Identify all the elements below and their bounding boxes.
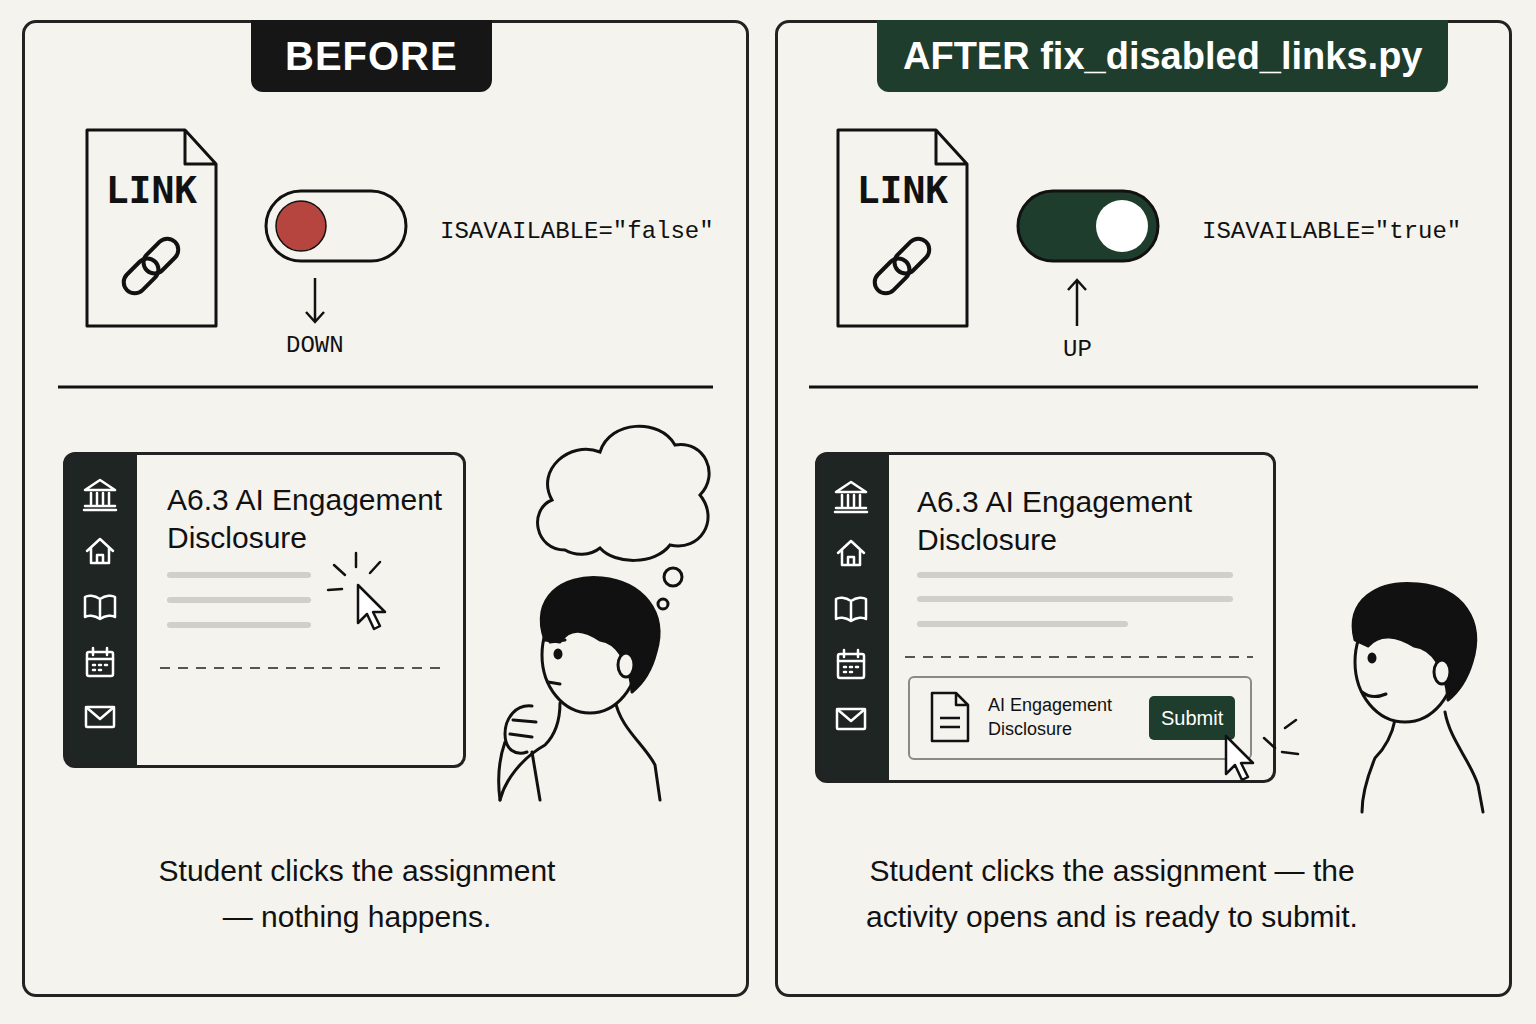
file-label: LINK xyxy=(836,168,969,212)
person-thinking xyxy=(499,706,540,800)
sidebar-left xyxy=(64,453,137,766)
placeholder-lines xyxy=(920,572,1230,578)
lms-window: A6.3 AI Engagement Disclosure xyxy=(63,452,466,768)
link-symbol xyxy=(870,234,934,298)
button-label: Submit xyxy=(1149,696,1235,740)
person-thinking xyxy=(500,700,660,800)
file-outline xyxy=(85,128,218,328)
sidebar-right xyxy=(835,482,867,729)
file-label: LINK xyxy=(85,168,218,212)
document-icon xyxy=(932,693,968,741)
link-symbol xyxy=(890,234,934,278)
sidebar-right xyxy=(816,453,889,781)
file-outline xyxy=(87,130,216,326)
thought-bubble xyxy=(658,599,668,609)
placeholder-lines xyxy=(920,621,1125,627)
header-tab: AFTER fix_disabled_links.py xyxy=(877,20,1448,92)
availability-flag: ISAVAILABLE="true" xyxy=(1202,218,1461,245)
dashed-separators xyxy=(160,667,442,669)
toggle-off xyxy=(266,191,406,261)
divider-lines xyxy=(809,386,1478,389)
sidebar-left xyxy=(84,480,116,727)
toggle-off xyxy=(266,191,406,261)
window-title: A6.3 AI Engagement Disclosure xyxy=(917,483,1247,559)
person-happy xyxy=(1434,660,1450,684)
placeholder-lines xyxy=(170,575,1230,625)
divider-lines xyxy=(58,386,1478,389)
placeholder-lines xyxy=(170,597,308,603)
file-icon: LINK xyxy=(85,128,218,328)
cursor-left xyxy=(328,553,380,590)
arrow-up xyxy=(1068,280,1086,326)
panel: BEFORE Student clicks the assignment — no… xyxy=(22,20,749,997)
cursor-left xyxy=(358,585,385,629)
person-thinking xyxy=(618,653,634,677)
sidebar-left xyxy=(64,453,137,766)
thought-bubble xyxy=(538,426,710,560)
sidebar-right xyxy=(816,453,889,781)
lms-window: A6.3 AI Engagement Disclosure AI Engageme… xyxy=(815,452,1276,783)
toggle-off xyxy=(276,201,326,251)
submit-button: Submit xyxy=(1149,696,1235,740)
person-happy xyxy=(1362,692,1386,697)
state-label: DOWN xyxy=(286,332,344,359)
placeholder-lines xyxy=(170,572,308,578)
cursor-right xyxy=(1264,720,1298,754)
panel: AFTER fix_disabled_links.pyStudent click… xyxy=(775,20,1512,997)
window-title: A6.3 AI Engagement Disclosure xyxy=(167,481,467,557)
link-symbol xyxy=(119,234,183,298)
link-symbol xyxy=(870,254,914,298)
toggle-on xyxy=(1018,191,1158,261)
cursor-right xyxy=(1226,720,1298,780)
person-happy xyxy=(1369,654,1375,662)
availability-flag: ISAVAILABLE="false" xyxy=(440,218,714,245)
person-thinking xyxy=(541,578,659,692)
header-tab: BEFORE xyxy=(251,20,492,92)
caption: Student clicks the assignment — the acti… xyxy=(802,848,1422,940)
dashed-separators xyxy=(160,657,1253,668)
person-happy xyxy=(1362,712,1483,812)
person-thinking xyxy=(499,578,660,800)
file-outline xyxy=(838,130,967,326)
arrow-down xyxy=(306,278,324,322)
activity-box: AI Engagement DisclosureSubmit xyxy=(908,676,1252,760)
dashed-separators xyxy=(905,656,1253,658)
toggle-on xyxy=(1018,191,1158,261)
state-label: UP xyxy=(1063,336,1092,363)
document-icon xyxy=(932,693,968,741)
divider-lines xyxy=(58,386,713,389)
cursor-right xyxy=(1226,736,1253,780)
person-happy xyxy=(1353,583,1483,812)
placeholder-lines xyxy=(170,622,308,628)
arrow-down xyxy=(306,278,324,322)
cursor-left xyxy=(328,553,385,629)
link-symbol xyxy=(139,234,183,278)
person-thinking xyxy=(548,640,565,684)
arrow-up xyxy=(1068,280,1086,326)
person-happy xyxy=(1353,583,1475,700)
placeholder-lines xyxy=(920,596,1230,602)
file-outline xyxy=(836,128,969,328)
person-thinking xyxy=(555,650,561,658)
caption: Student clicks the assignment — nothing … xyxy=(122,848,592,940)
activity-label: AI Engagement Disclosure xyxy=(988,693,1138,741)
toggle-on xyxy=(1096,200,1148,252)
file-icon: LINK xyxy=(836,128,969,328)
thought-bubble xyxy=(664,568,682,586)
link-symbol xyxy=(119,254,163,298)
